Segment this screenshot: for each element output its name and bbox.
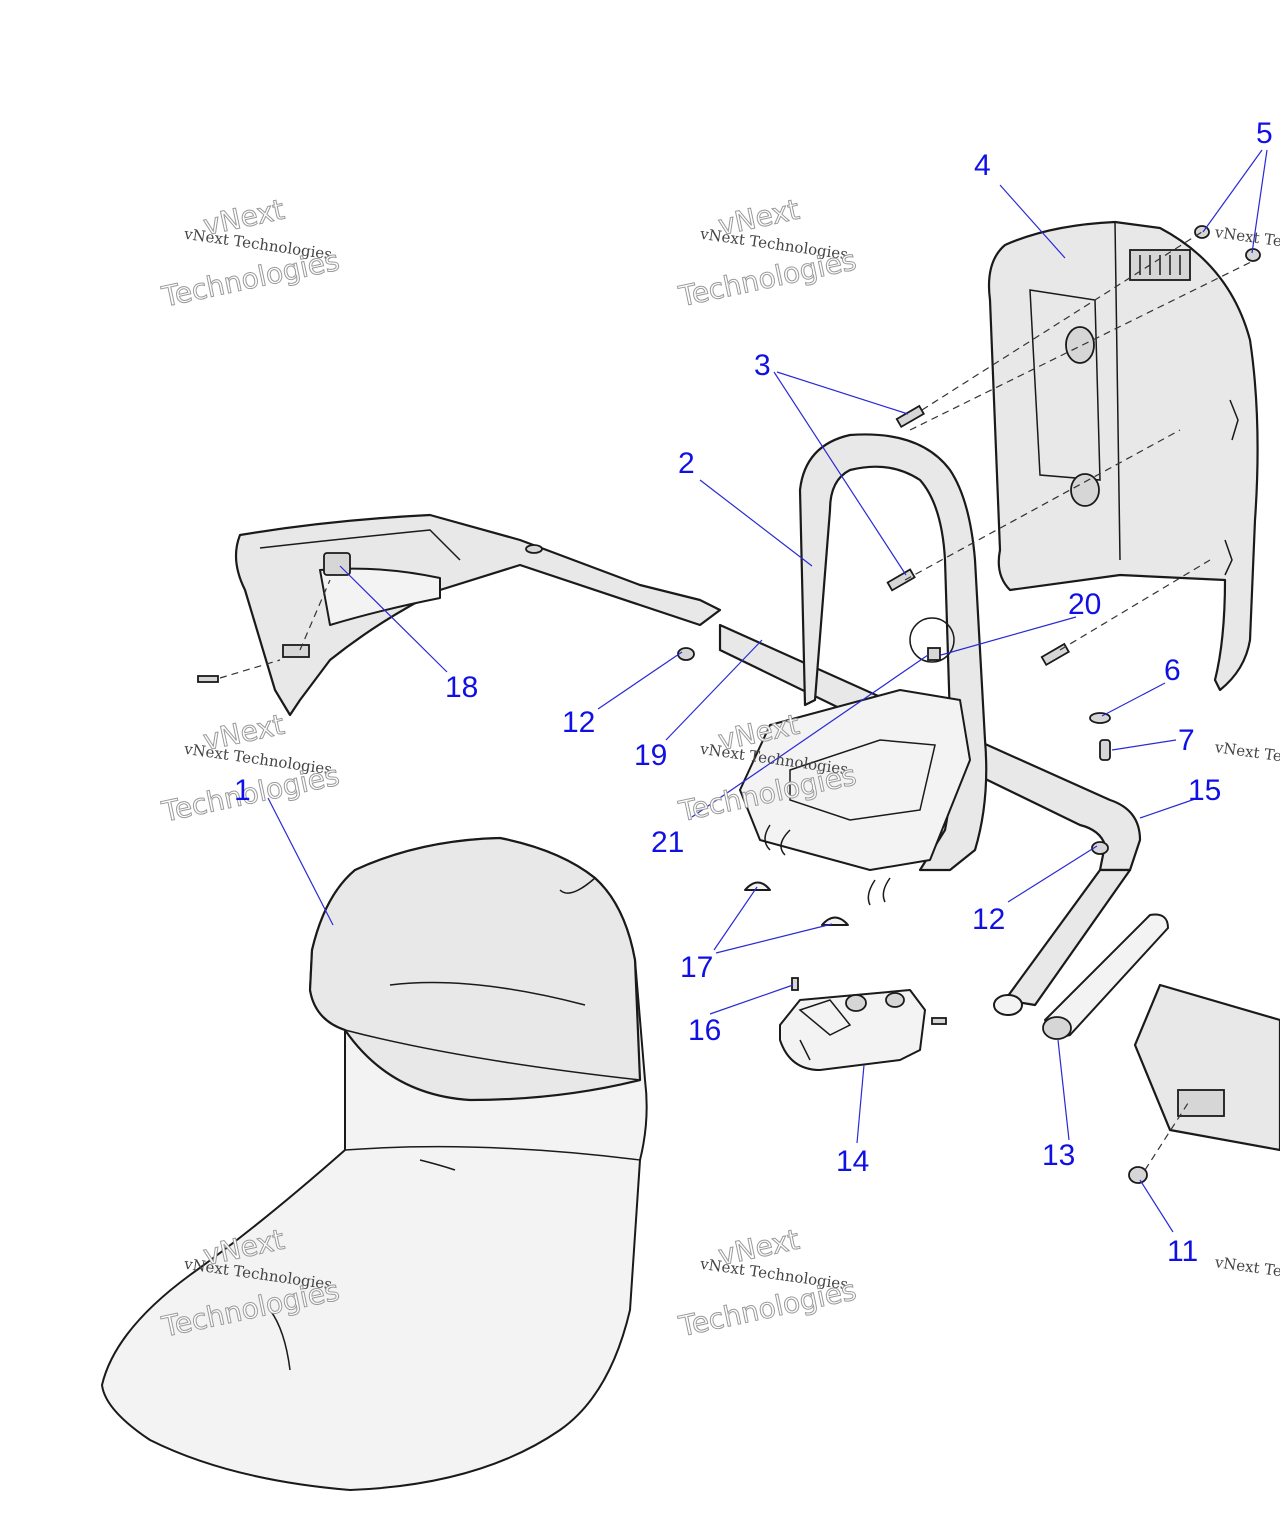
callout-20: 20 [1068, 588, 1101, 621]
callout-4: 4 [974, 149, 991, 182]
tube-sleeve [1042, 913, 1169, 1040]
watermark-small: vNext Technologies [1213, 1253, 1280, 1292]
callout-13: 13 [1042, 1139, 1075, 1172]
watermark-big-bottom: Technologies [675, 243, 859, 313]
callout-6: 6 [1164, 654, 1181, 687]
callout-12-left: 12 [562, 706, 595, 739]
callout-15: 15 [1188, 774, 1221, 807]
callout-7: 7 [1178, 724, 1195, 757]
latch-bracket [779, 989, 926, 1071]
callout-1: 1 [234, 774, 251, 807]
watermark-big-bottom: Technologies [158, 244, 342, 314]
callout-11: 11 [1167, 1235, 1198, 1268]
callout-14: 14 [836, 1145, 869, 1178]
callout-numbers: 4 5 3 2 20 6 7 15 1 18 12 19 21 12 17 16… [234, 117, 1273, 1268]
seat [101, 836, 648, 1491]
watermark-group-1: vNext vNext Technologies Technologies [158, 192, 343, 314]
watermark-group-6: vNext vNext Technologies Technologies [675, 1222, 860, 1343]
watermark-group-3: vNext vNext Technologies Technologies [158, 707, 343, 829]
callout-17: 17 [680, 951, 713, 984]
watermark-big-bottom: Technologies [675, 1273, 859, 1343]
callout-2: 2 [678, 447, 695, 480]
callout-18: 18 [445, 671, 478, 704]
left-arm-support [234, 513, 722, 717]
callout-3: 3 [754, 349, 771, 382]
backrest-shell [987, 220, 1259, 692]
callout-21: 21 [651, 826, 684, 859]
right-side-bracket [1133, 983, 1280, 1152]
watermark-small: vNext Technologies [1213, 738, 1280, 777]
callout-5: 5 [1256, 117, 1273, 150]
callout-19: 19 [634, 739, 667, 772]
assembly-lines [219, 229, 1256, 1171]
callout-16: 16 [688, 1014, 721, 1047]
watermark-group-2: vNext vNext Technologies Technologies [675, 192, 860, 313]
callout-12-right: 12 [972, 903, 1005, 936]
leader-lines [267, 149, 1268, 1233]
